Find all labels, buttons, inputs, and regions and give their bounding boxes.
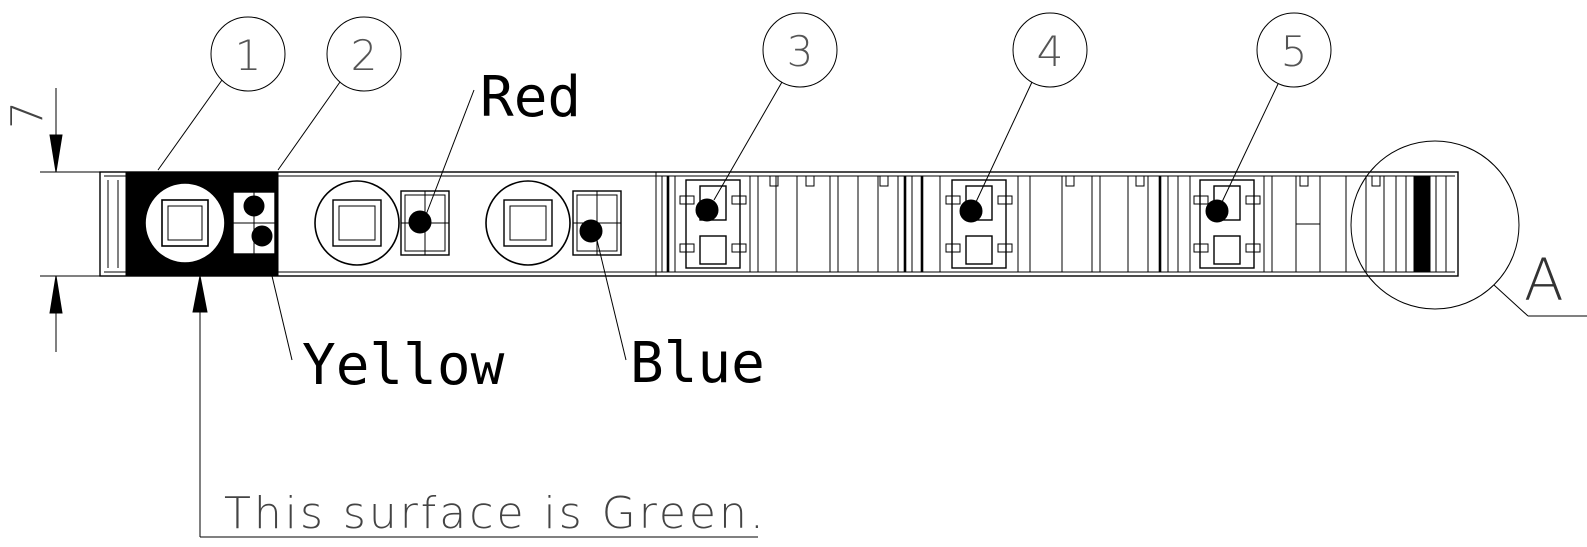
red-label: Red (480, 65, 581, 130)
balloon-3: 3 (713, 12, 838, 201)
lens-3 (485, 180, 571, 266)
blue-label: Blue (630, 331, 765, 396)
blue-dot (579, 219, 603, 243)
red-dot (408, 210, 432, 234)
balloon-5: 5 (1221, 12, 1332, 203)
blue-callout: Blue (595, 235, 765, 396)
balloon-3-number: 3 (787, 27, 814, 76)
yellow-dot-bottom (251, 225, 273, 247)
balloon-1-number: 1 (235, 31, 262, 80)
balloon-2-number: 2 (351, 31, 378, 80)
detail-a: A (1350, 140, 1587, 317)
height-dimension: 7 (2, 88, 125, 352)
detail-label: A (1524, 246, 1564, 314)
lens-2 (314, 180, 400, 266)
balloon-5-number: 5 (1281, 27, 1308, 76)
balloon-2: 2 (277, 16, 402, 171)
led-strip (99, 171, 1459, 277)
balloon-4: 4 (975, 12, 1088, 203)
yellow-label: Yellow (302, 333, 505, 398)
module-3 (679, 179, 747, 269)
surface-note-text: This surface is Green. (224, 488, 767, 539)
surface-note: This surface is Green. (192, 275, 767, 539)
module-4 (945, 179, 1013, 269)
module-5 (1193, 179, 1261, 269)
balloon-1: 1 (157, 16, 286, 171)
balloon-4-number: 4 (1037, 27, 1064, 76)
red-callout: Red (423, 65, 581, 221)
dimension-value: 7 (2, 101, 53, 129)
yellow-dot-top (243, 195, 265, 217)
yellow-callout: Yellow (271, 275, 505, 398)
segment-lines (655, 172, 1447, 276)
